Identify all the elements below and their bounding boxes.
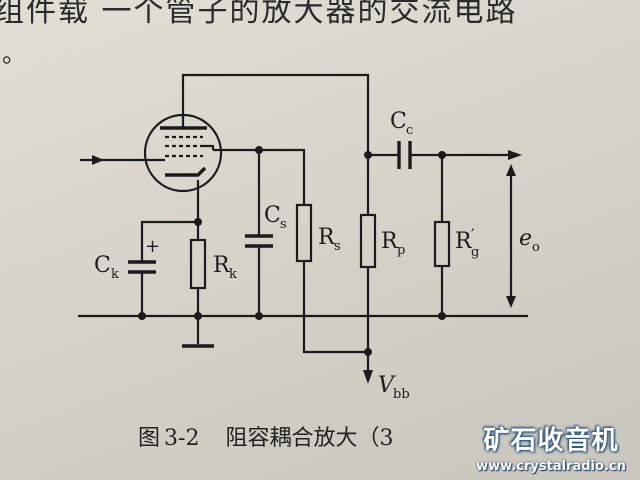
junction-output xyxy=(438,151,446,159)
resistor-rk xyxy=(189,238,207,290)
label-cs: C xyxy=(264,203,281,228)
junction-ground-rk xyxy=(194,312,202,320)
junction-screen xyxy=(255,146,263,154)
junction-ground-ck xyxy=(138,312,146,320)
watermark-brand: 矿石收音机 xyxy=(483,426,619,456)
vbb-arrow xyxy=(363,370,373,384)
label-cs-sub: s xyxy=(280,217,287,232)
junction-cathode xyxy=(194,218,202,226)
rs-to-vbb-wire xyxy=(302,261,368,354)
resistor-rs xyxy=(295,203,313,263)
input-arrow xyxy=(92,155,104,165)
watermark-url: www.crystalradio.cn xyxy=(476,459,626,474)
label-eo-sub: o xyxy=(532,240,540,255)
tube-cathode xyxy=(165,166,207,177)
caption-title: 阻容耦合放大（3 xyxy=(225,426,394,451)
label-cc-sub: c xyxy=(406,123,413,138)
junction-ground-rg xyxy=(438,312,446,320)
capacitor-cs xyxy=(245,234,273,248)
label-vbb-sub: bb xyxy=(393,387,410,402)
resistor-rg xyxy=(433,220,451,268)
label-rk-sub: k xyxy=(229,267,237,282)
watermark-logo: 矿石收音机 www.crystalradio.cn xyxy=(466,420,636,476)
capacitor-ck xyxy=(128,260,156,274)
label-ck-plus: + xyxy=(145,236,160,257)
junction-ground-cs xyxy=(255,312,263,320)
label-ck: C xyxy=(94,253,111,278)
label-ck-sub: k xyxy=(111,267,119,282)
resistor-rp xyxy=(359,213,377,269)
junction-plate xyxy=(364,151,372,159)
pentode-tube xyxy=(143,113,223,193)
label-cc: C xyxy=(390,109,407,134)
label-rp: R xyxy=(381,229,399,254)
label-rg-prime: ′ xyxy=(471,225,475,244)
label-rs: R xyxy=(318,225,336,250)
page-top-partial-text: 组件载 一个管子的放大器的交流电路 xyxy=(0,0,518,29)
ck-top-wire xyxy=(140,220,198,255)
caption-number: 3-2 xyxy=(164,426,200,451)
screen-wire xyxy=(213,148,306,205)
label-rs-sub: s xyxy=(334,239,341,254)
label-rg-sub: g xyxy=(471,245,479,260)
capacitor-cc xyxy=(397,141,412,169)
label-rk: R xyxy=(213,253,231,278)
output-arrow xyxy=(508,150,522,160)
tube-screen-lead xyxy=(203,144,215,150)
label-rp-sub: p xyxy=(397,243,405,258)
junction-vbb xyxy=(364,348,372,356)
page-top-mark: 。 xyxy=(2,40,26,68)
label-eo: e xyxy=(519,226,532,251)
caption-figure: 图 xyxy=(138,426,161,451)
label-vbb: V xyxy=(378,373,396,398)
label-rg: R xyxy=(455,229,473,254)
plate-wire xyxy=(181,73,370,155)
